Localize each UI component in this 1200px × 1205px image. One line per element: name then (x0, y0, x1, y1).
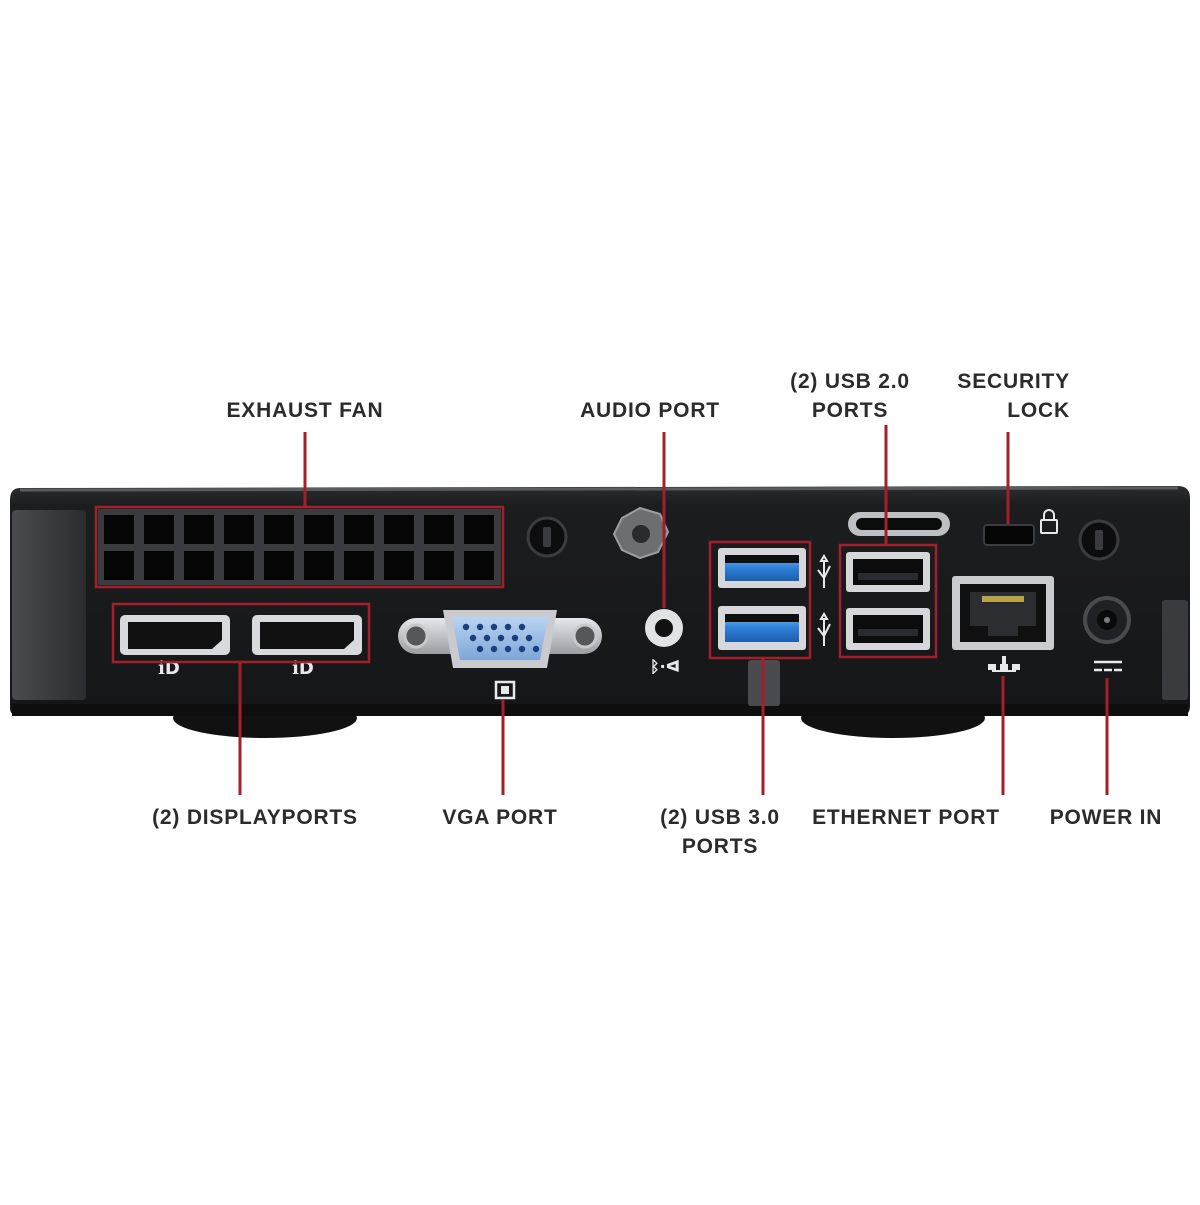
fan-vent-hole (264, 551, 294, 580)
label-usb3-line2: PORTS (681, 835, 759, 858)
security-lock-slot (983, 524, 1035, 546)
label-usb3-ports: (2) USB 3.0 PORTS (620, 803, 820, 861)
right-side-cap (1162, 600, 1188, 700)
fan-vent-hole (224, 551, 254, 580)
power-jack (1083, 596, 1131, 644)
label-security-lock: SECURITY LOCK (920, 367, 1070, 425)
padlock-icon (1040, 509, 1058, 534)
thumbscrew-left (526, 516, 568, 558)
usb2-port-2 (846, 608, 930, 650)
exhaust-fan-highlight (94, 505, 505, 589)
network-icon (988, 656, 1020, 672)
usb3-port-1 (718, 548, 806, 588)
fan-vent-hole (104, 551, 134, 580)
label-exhaust-fan: EXHAUST FAN (226, 399, 384, 422)
usb3-highlight (708, 540, 812, 660)
label-displayports: (2) DISPLAYPORTS (152, 806, 358, 829)
fan-vent-hole (184, 515, 214, 544)
chassis-top-edge (19, 486, 1179, 492)
fan-vent-hole (264, 515, 294, 544)
audio-jack (645, 609, 683, 647)
label-audio-port: AUDIO PORT (580, 399, 720, 422)
label-vga-port: VGA PORT (442, 806, 558, 829)
fan-vent-hole (224, 515, 254, 544)
exhaust-fan-grille (98, 509, 501, 585)
label-security-line1: SECURITY (957, 370, 1070, 393)
fan-vent-hole (384, 515, 414, 544)
vga-icon (494, 680, 516, 700)
fan-vent-hole (144, 515, 174, 544)
vga-pin (504, 623, 512, 631)
vga-pin (518, 623, 526, 631)
headphone-mic-icon: ᛒ·ᐊ (650, 657, 680, 676)
fan-vent-hole (464, 551, 494, 580)
card-slot (848, 512, 950, 536)
fan-vent-hole (424, 515, 454, 544)
vga-pin (483, 634, 491, 642)
displayport-2 (252, 615, 362, 655)
vga-pin (476, 623, 484, 631)
fan-vent-hole (104, 515, 134, 544)
usb2-port-1 (846, 552, 930, 592)
usb-icon (817, 554, 831, 646)
fan-vent-hole (424, 551, 454, 580)
left-side-cap (12, 510, 86, 700)
fan-vent-hole (304, 515, 334, 544)
fan-vent-hole (384, 551, 414, 580)
label-ethernet-port: ETHERNET PORT (812, 806, 1000, 829)
vga-pin (490, 645, 498, 653)
vga-pin (490, 623, 498, 631)
vga-pin (525, 634, 533, 642)
vga-pin (532, 645, 540, 653)
label-usb2-line1: (2) USB 2.0 (790, 370, 910, 393)
label-usb2-ports: (2) USB 2.0 PORTS (750, 367, 950, 425)
usb2-highlight (838, 543, 938, 659)
fan-vent-hole (344, 515, 374, 544)
thumbscrew-right (1078, 519, 1120, 561)
vga-pins (462, 623, 540, 653)
label-usb2-line2: PORTS (811, 399, 889, 422)
leader-lines (238, 425, 1109, 795)
dc-power-icon (1094, 660, 1122, 672)
antenna-connector (612, 506, 670, 560)
fan-vent-hole (304, 551, 334, 580)
vga-pin (504, 645, 512, 653)
usb3-port-2 (718, 606, 806, 650)
label-security-line2: LOCK (1007, 399, 1070, 422)
chassis-bottom-shadow (12, 704, 1188, 716)
fan-vent-hole (144, 551, 174, 580)
vga-pin (469, 634, 477, 642)
label-usb3-line1: (2) USB 3.0 (660, 806, 780, 829)
vga-pin (462, 623, 470, 631)
vga-pin (518, 645, 526, 653)
fan-vent-hole (344, 551, 374, 580)
vga-port (398, 610, 602, 668)
displayport-1 (120, 615, 230, 655)
callout-boxes (94, 505, 938, 664)
fan-vent-hole (184, 551, 214, 580)
vga-pin (497, 634, 505, 642)
vga-pin (476, 645, 484, 653)
label-power-in: POWER IN (1049, 806, 1163, 829)
ethernet-port (952, 576, 1054, 650)
fan-vent-hole (464, 515, 494, 544)
vga-pin (511, 634, 519, 642)
